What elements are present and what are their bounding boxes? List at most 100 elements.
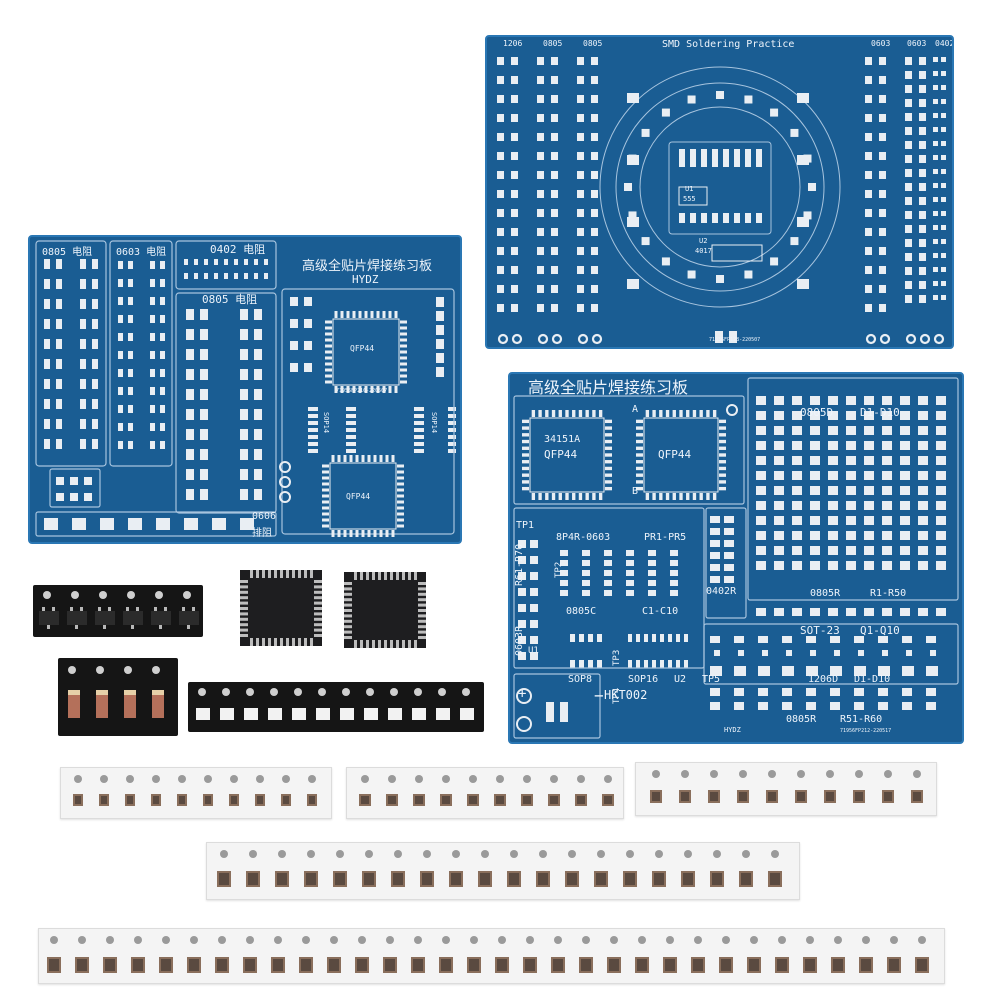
pad <box>738 650 744 656</box>
chip-pin <box>418 587 426 591</box>
chip-pin <box>304 638 307 646</box>
pad <box>497 304 504 312</box>
qfp-pin-pad <box>367 530 371 537</box>
pad <box>56 493 64 501</box>
left-board-code: 71956FP216-220507 <box>336 388 388 394</box>
pad <box>936 531 946 540</box>
pad <box>846 531 856 540</box>
pad <box>710 540 720 547</box>
tr-col-label-1: 1206 <box>503 39 523 48</box>
pad <box>902 688 912 696</box>
qfp-pin-pad <box>400 344 407 348</box>
pad <box>56 299 62 309</box>
chip-resistor-body <box>306 873 316 885</box>
pad <box>100 518 114 530</box>
sprocket-hole <box>496 775 504 783</box>
pad <box>290 319 298 328</box>
pad <box>936 501 946 510</box>
qfp-pin-pad <box>605 473 612 477</box>
pad <box>511 152 518 160</box>
pad <box>879 209 886 217</box>
qfp-pin-pad <box>325 320 332 324</box>
pad <box>150 423 155 431</box>
pad <box>308 421 318 425</box>
ring-led-pad <box>687 270 696 279</box>
pad <box>530 620 538 628</box>
pad <box>902 702 912 710</box>
pad <box>933 197 938 202</box>
pad <box>828 411 838 420</box>
qfp-pin-pad <box>699 493 703 500</box>
sprocket-hole <box>510 850 518 858</box>
chip-pin <box>396 640 399 648</box>
pad <box>792 501 802 510</box>
chip-resistor-body <box>277 873 287 885</box>
qfp-pin-pad <box>340 311 344 318</box>
pad <box>846 411 856 420</box>
pad <box>933 239 938 244</box>
pad <box>70 493 78 501</box>
pad <box>774 411 784 420</box>
qfp-chip-left <box>240 570 322 646</box>
chip-resistor-body <box>75 796 81 804</box>
pad <box>905 183 912 191</box>
pad <box>933 85 938 90</box>
pad <box>560 570 568 576</box>
sot23-lead <box>70 607 73 611</box>
chip-resistor-body <box>357 959 367 971</box>
pad <box>758 688 768 696</box>
br-label-sop16: SOP16 <box>628 674 659 685</box>
chip-pin <box>418 603 426 607</box>
pad <box>118 441 123 449</box>
chip-pin <box>314 617 322 621</box>
pad <box>308 449 318 453</box>
pad <box>918 441 928 450</box>
white-tape-strip-3 <box>635 762 937 816</box>
white-tape-2-parts <box>359 775 614 806</box>
pad <box>308 414 318 418</box>
qfp-pin-pad <box>355 530 359 537</box>
left-board-pads-layer <box>35 240 456 537</box>
pad <box>782 688 792 696</box>
br-label-c-range: C1-C10 <box>642 606 679 617</box>
qfp-pin-pad <box>522 426 529 430</box>
pad <box>882 411 892 420</box>
sprocket-hole <box>274 936 282 944</box>
pad <box>918 501 928 510</box>
pad <box>414 421 424 425</box>
sprocket-hole <box>768 770 776 778</box>
qfp-pin-pad <box>719 426 726 430</box>
pad <box>905 239 912 247</box>
tr-u2-part: 4017 <box>695 247 712 255</box>
left-practice-board: 0805 电阻 0603 电阻 0402 电阻 0805 电阻 高级全贴片焊接练… <box>28 235 462 544</box>
white-tape-strip-5 <box>38 928 945 984</box>
pad <box>186 469 194 480</box>
pad <box>626 580 634 586</box>
pad <box>626 560 634 566</box>
pad <box>577 57 584 65</box>
pad <box>652 634 656 642</box>
pad <box>828 396 838 405</box>
pad <box>118 369 123 377</box>
qfp-pin-pad <box>355 455 359 462</box>
qfp-pin-pad <box>322 500 329 504</box>
sprocket-hole <box>568 850 576 858</box>
sprocket-hole <box>358 936 366 944</box>
chip-resistor-body <box>205 796 211 804</box>
qfp-pin-pad <box>397 494 404 498</box>
diode-band <box>152 690 164 695</box>
pad <box>882 516 892 525</box>
pad <box>756 426 766 435</box>
pad <box>905 85 912 93</box>
qfp-pin-pad <box>400 320 407 324</box>
pad <box>918 396 928 405</box>
pad <box>864 426 874 435</box>
pad <box>44 259 50 269</box>
qfp-pin-pad <box>719 480 726 484</box>
pad <box>290 341 298 350</box>
qfp-pin-pad <box>340 386 344 393</box>
pad <box>756 561 766 570</box>
pad <box>511 133 518 141</box>
chip-pin <box>240 623 248 627</box>
chip-pin <box>366 572 369 580</box>
